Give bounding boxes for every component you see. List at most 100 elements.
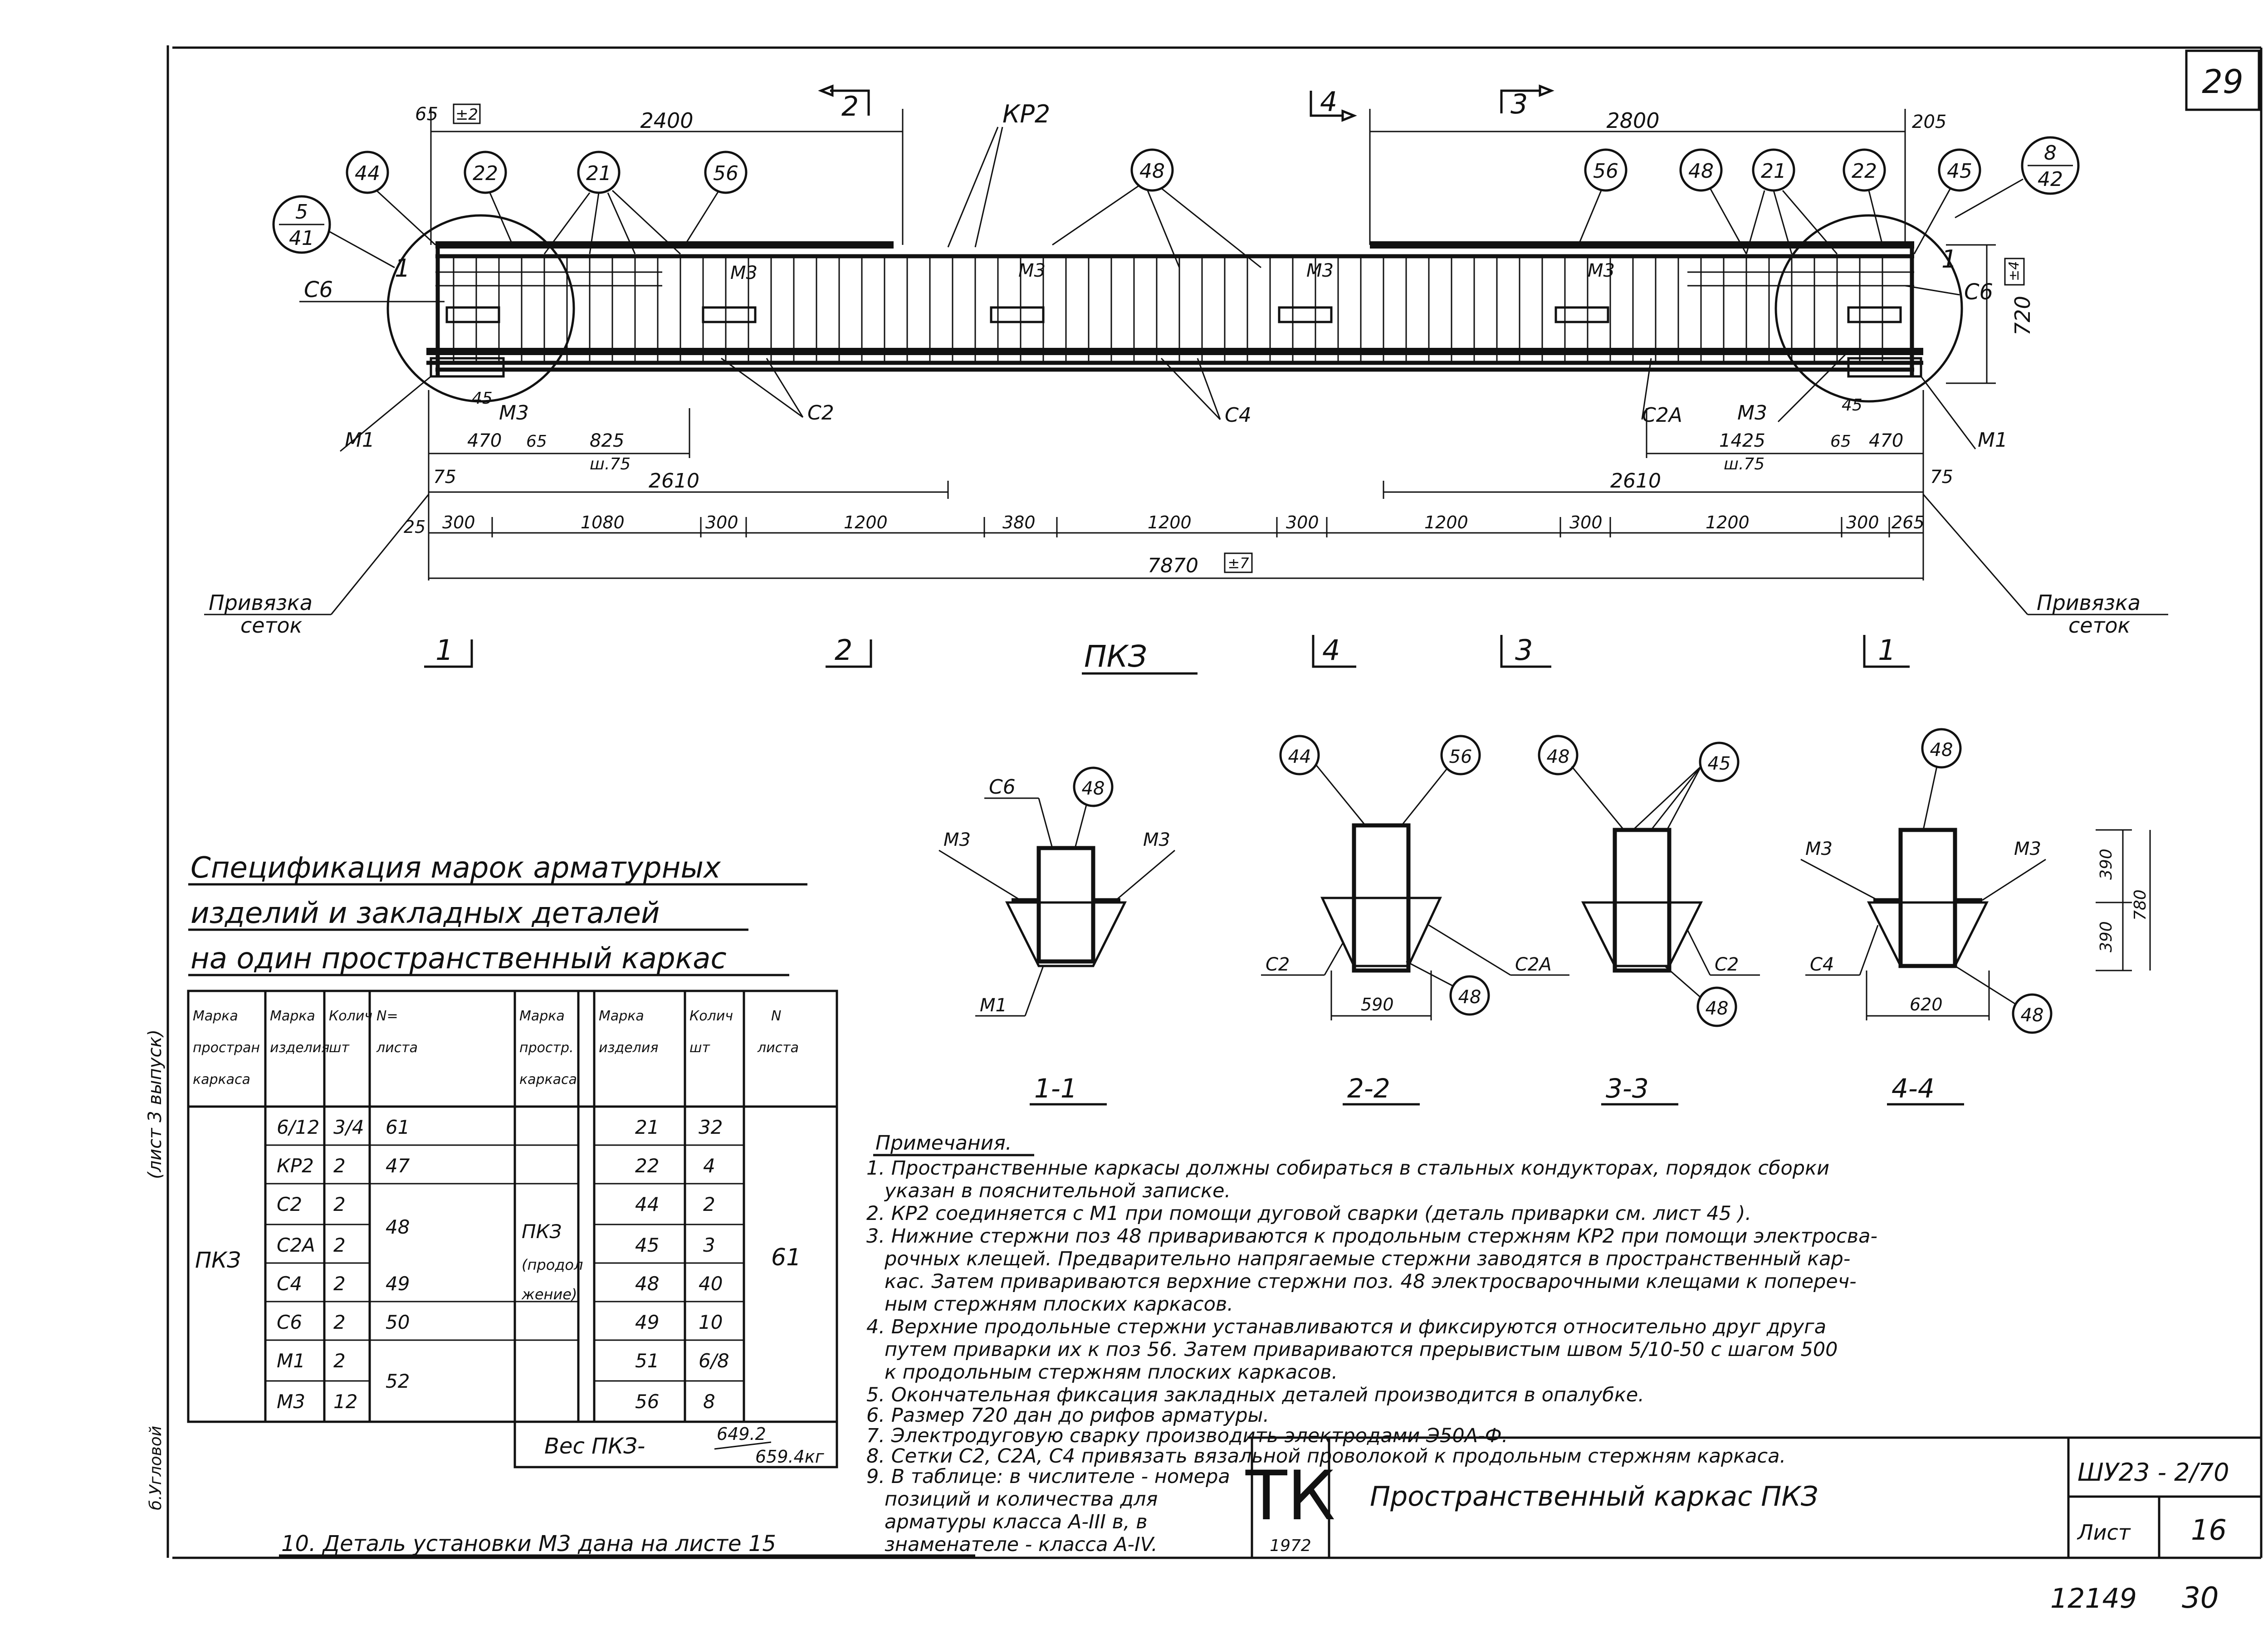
svg-text:С2: С2: [277, 1193, 302, 1215]
svg-text:300: 300: [1286, 512, 1319, 532]
svg-text:б.Угловой: б.Угловой: [147, 1426, 165, 1510]
section-label-4-4: 4-4: [1892, 1073, 1935, 1104]
svg-text:простран: простран: [193, 1040, 260, 1056]
svg-text:ш.75: ш.75: [590, 455, 631, 473]
svg-text:к продольным стержням плоских: к продольным стержням плоских каркасов.: [885, 1361, 1338, 1384]
c4-label: С4: [1225, 404, 1251, 427]
title-block: ТК 1972 Пространственный каркас ПКЗ ШУ23…: [1245, 1436, 2261, 1615]
m3-plate: [1278, 306, 1333, 323]
svg-text:КР2: КР2: [277, 1155, 314, 1177]
svg-text:56: 56: [1449, 746, 1472, 767]
svg-text:Спецификация марок арматурных: Спецификация марок арматурных: [191, 851, 721, 885]
c2-label: С2: [807, 401, 834, 424]
svg-text:изделия: изделия: [270, 1040, 329, 1056]
svg-text:10. Деталь установки М3 дана н: 10. Деталь установки М3 дана на листе 15: [281, 1531, 776, 1556]
svg-text:65: 65: [526, 432, 547, 451]
svg-text:С2: С2: [1715, 954, 1739, 975]
svg-text:45: 45: [635, 1234, 659, 1256]
svg-text:8. Сетки С2, С2А, С4 привязать: 8. Сетки С2, С2А, С4 привязать вязальной…: [866, 1445, 1786, 1468]
svg-text:2400: 2400: [640, 108, 693, 133]
bubble-48: 48: [1139, 160, 1165, 183]
bubble-22: 22: [473, 162, 498, 185]
svg-text:50: 50: [386, 1311, 410, 1333]
svg-text:470: 470: [1869, 430, 1903, 451]
svg-text:М3: М3: [2014, 839, 2041, 859]
svg-text:±7: ±7: [1227, 555, 1249, 572]
svg-text:Марка: Марка: [193, 1008, 238, 1024]
svg-text:300: 300: [442, 512, 475, 532]
m3-plate: [990, 306, 1045, 323]
svg-text:10: 10: [699, 1311, 723, 1333]
svg-text:3. Нижние стержни поз 48 прива: 3. Нижние стержни поз 48 привариваются к…: [866, 1225, 1877, 1248]
svg-text:620: 620: [1910, 995, 1943, 1015]
bubble-45: 45: [1947, 160, 1972, 183]
c6-label-left: С6: [304, 277, 333, 302]
margin-text: (лист 3 выпуск) б.Угловой: [145, 1029, 166, 1510]
svg-text:ПКЗ: ПКЗ: [195, 1248, 241, 1273]
detail-ref-bottom-left: 41: [289, 227, 314, 250]
svg-text:1: 1: [435, 634, 453, 667]
svg-text:С6: С6: [277, 1311, 302, 1333]
svg-text:Колич: Колич: [329, 1008, 372, 1024]
svg-text:С2А: С2А: [1515, 954, 1552, 975]
svg-text:путем приварки их к поз 56. За: путем приварки их к поз 56. Затем привар…: [885, 1338, 1838, 1361]
svg-text:2: 2: [333, 1193, 346, 1215]
svg-text:75: 75: [1930, 467, 1953, 488]
detail-ref-top-right: 8: [2044, 141, 2057, 165]
sheet-frame: 29: [166, 45, 2263, 1559]
svg-text:ным стержням плоских каркасов.: ным стержням плоских каркасов.: [885, 1293, 1233, 1316]
svg-text:шт: шт: [329, 1040, 350, 1056]
svg-text:6/12: 6/12: [277, 1116, 319, 1138]
svg-text:2. КР2 соединяется с М1 при по: 2. КР2 соединяется с М1 при помощи дугов…: [866, 1202, 1751, 1225]
bubble-56: 56: [713, 162, 738, 185]
section-mark-2: 2: [841, 91, 859, 122]
m1-label-right: М1: [1978, 429, 2008, 452]
bubble-22-right: 22: [1852, 160, 1877, 183]
svg-text:1080: 1080: [581, 512, 625, 532]
svg-text:4: 4: [703, 1155, 715, 1177]
svg-text:каркаса: каркаса: [193, 1072, 250, 1088]
svg-text:75: 75: [433, 467, 456, 488]
svg-text:Марка: Марка: [519, 1008, 565, 1024]
svg-text:1200: 1200: [1424, 512, 1468, 532]
svg-text:2: 2: [333, 1350, 346, 1372]
svg-text:48: 48: [2021, 1005, 2044, 1026]
svg-text:М3: М3: [1737, 401, 1767, 424]
sheet-number: 29: [2202, 63, 2244, 101]
svg-text:С4: С4: [277, 1273, 302, 1295]
svg-text:2610: 2610: [1610, 469, 1661, 493]
svg-text:1: 1: [1878, 634, 1896, 667]
svg-text:45: 45: [1708, 753, 1731, 774]
spec-table-2: Марка простр. каркаса Марка изделия Коли…: [513, 990, 838, 1468]
svg-text:С2: С2: [1266, 954, 1290, 975]
svg-text:1: 1: [395, 254, 410, 283]
svg-text:М1: М1: [277, 1350, 305, 1372]
svg-text:590: 590: [1361, 995, 1394, 1015]
svg-text:2: 2: [703, 1193, 715, 1215]
list-number: 16: [2191, 1513, 2227, 1546]
svg-text:С6: С6: [989, 776, 1016, 799]
bubble-48-right: 48: [1688, 160, 1714, 183]
svg-text:49: 49: [386, 1273, 410, 1295]
svg-text:48: 48: [1706, 998, 1729, 1019]
svg-text:1200: 1200: [1706, 512, 1750, 532]
svg-text:300: 300: [1846, 512, 1879, 532]
svg-text:2: 2: [835, 634, 852, 667]
detail-ref-top-left: 5: [295, 200, 308, 224]
svg-text:2: 2: [333, 1273, 346, 1295]
svg-text:листа: листа: [376, 1040, 418, 1056]
svg-text:4. Верхние продольные стержни: 4. Верхние продольные стержни устанавлив…: [866, 1316, 1826, 1338]
mesh-binding-left: Привязка: [209, 590, 313, 615]
svg-text:М3: М3: [943, 829, 971, 850]
svg-text:825: 825: [590, 430, 624, 451]
section-mark-3: 3: [1510, 88, 1528, 120]
svg-text:48: 48: [635, 1273, 659, 1295]
svg-text:Марка: Марка: [599, 1008, 644, 1024]
svg-text:48: 48: [386, 1216, 410, 1238]
svg-text:(продол: (продол: [522, 1256, 583, 1273]
svg-text:48: 48: [1547, 746, 1570, 767]
c6-label-right: С6: [1964, 279, 1993, 305]
svg-text:1200: 1200: [844, 512, 888, 532]
section-label-3-3: 3-3: [1606, 1073, 1649, 1104]
svg-text:390: 390: [2097, 921, 2116, 952]
